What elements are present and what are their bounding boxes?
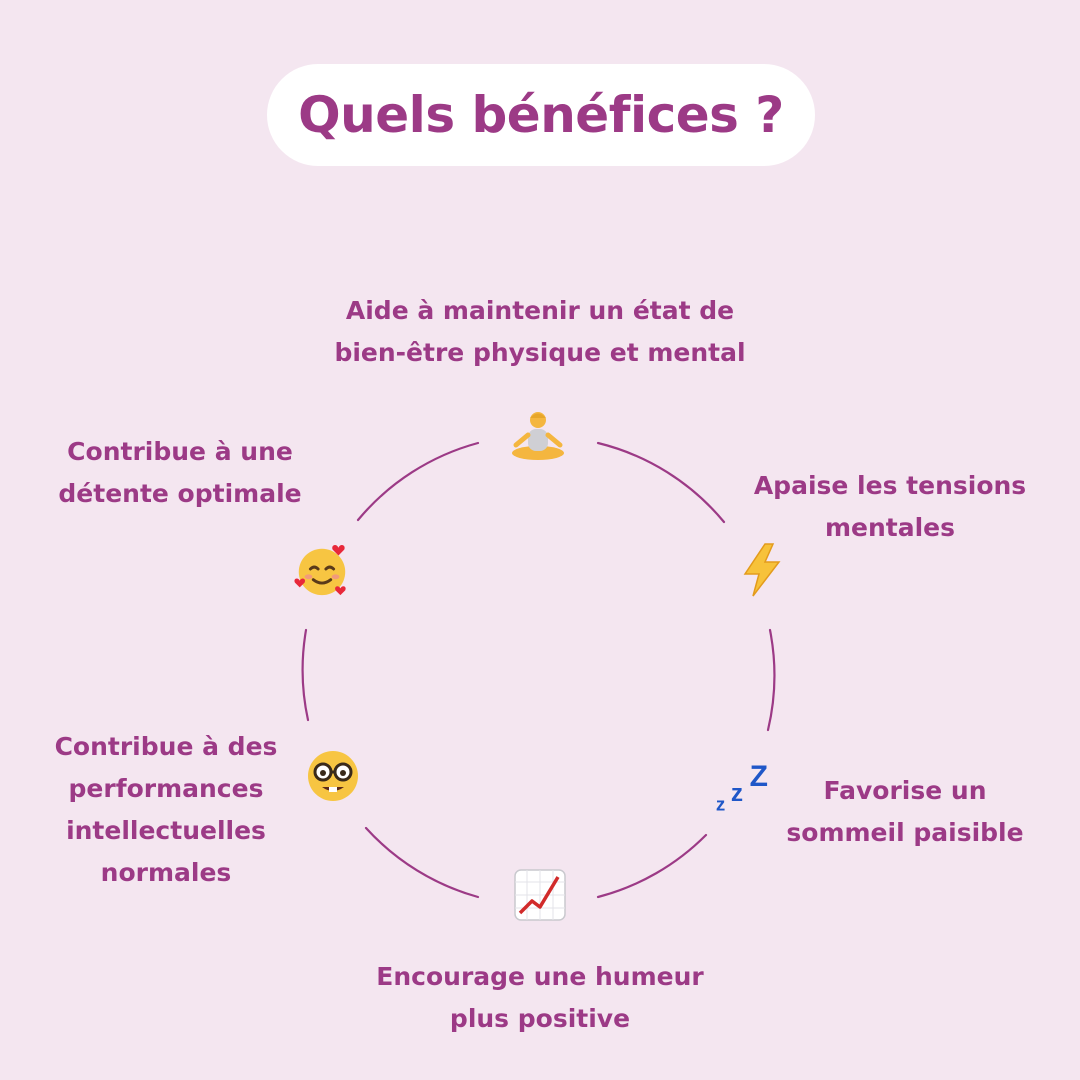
ring-arc — [766, 628, 776, 732]
benefit-label-sleep: Favorise un sommeil paisible — [786, 776, 1024, 847]
ring-arc — [596, 441, 726, 524]
smiling-face-with-hearts-icon — [292, 540, 352, 600]
ring-arc — [301, 628, 310, 722]
benefit-label-mood: Encourage une humeur plus positive — [376, 962, 704, 1033]
benefit-label-wellbeing: Aide à maintenir un état de bien-être ph… — [334, 296, 746, 367]
meditation-person-icon — [508, 405, 568, 465]
page-title: Quels bénéfices ? — [298, 86, 784, 144]
ring-arc — [356, 441, 480, 522]
lightning-icon — [732, 540, 792, 600]
svg-text:z: z — [716, 793, 725, 814]
ring-arc — [364, 826, 480, 899]
benefit-label-tensions: Apaise les tensions mentales — [753, 471, 1027, 542]
svg-text:Z: Z — [750, 760, 768, 793]
benefit-label-performance: Contribue à des performances intellectue… — [54, 732, 278, 887]
ring-arc — [596, 833, 708, 899]
benefit-label-relaxation: Contribue à une détente optimale — [58, 437, 302, 508]
svg-text:z: z — [731, 780, 743, 807]
title-pill: Quels bénéfices ? — [267, 64, 815, 166]
nerd-face-icon — [303, 746, 363, 806]
zzz-sleep-icon: z z Z — [714, 756, 774, 816]
chart-increasing-icon — [510, 865, 570, 925]
